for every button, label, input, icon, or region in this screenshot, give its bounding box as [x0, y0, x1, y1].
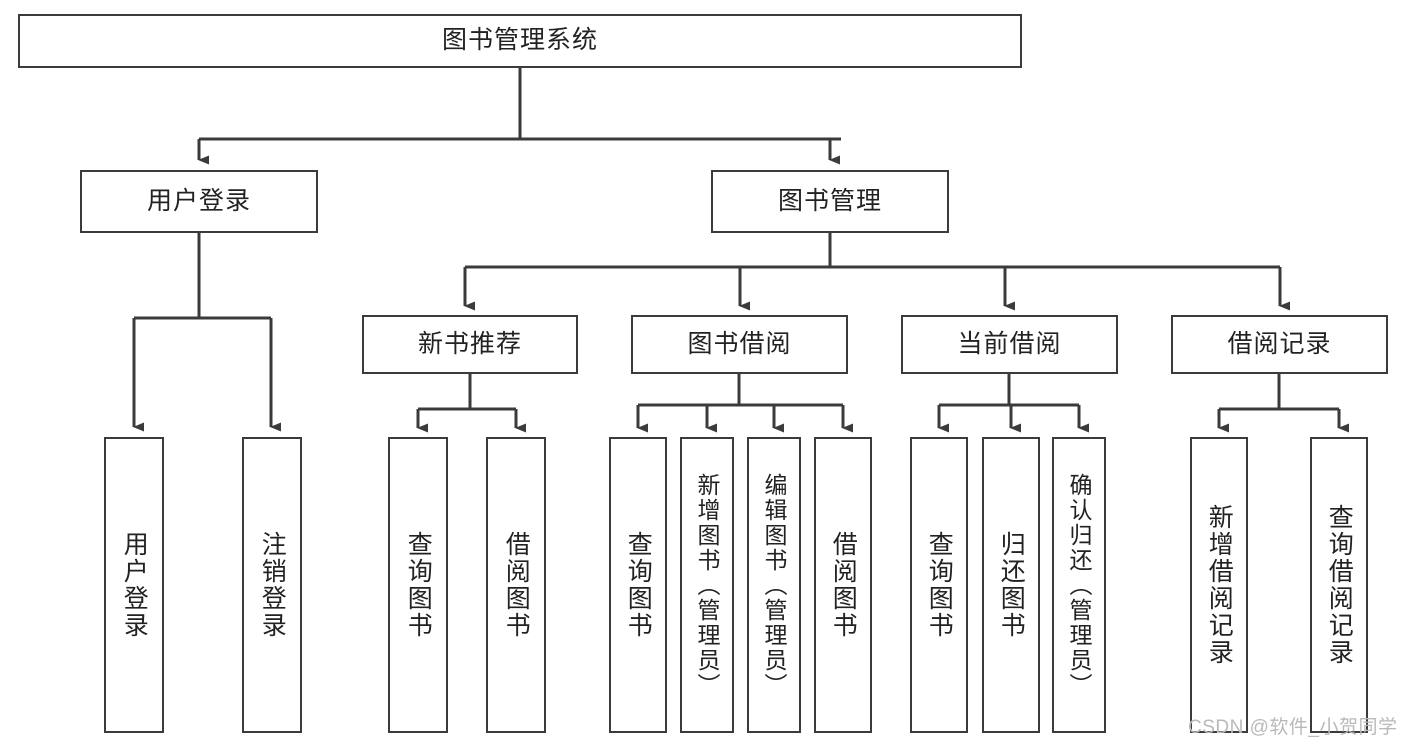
leaf-bw-add-book-admin[interactable]: 新增图书（管理员）: [680, 437, 734, 733]
leaf-bw-borrow-books[interactable]: 借阅图书: [814, 437, 872, 733]
leaf-nb-query-books-label: 查询图书: [404, 531, 433, 639]
leaf-rec-query-record-label: 查询借阅记录: [1325, 504, 1354, 666]
leaf-user-login-label: 用户登录: [120, 531, 149, 639]
leaf-bw-borrow-books-label: 借阅图书: [829, 531, 858, 639]
leaf-rec-query-record[interactable]: 查询借阅记录: [1310, 437, 1368, 733]
leaf-cb-return-books-label: 归还图书: [997, 531, 1026, 639]
leaf-bw-query-books[interactable]: 查询图书: [609, 437, 667, 733]
node-borrow-records[interactable]: 借阅记录: [1171, 315, 1388, 374]
node-book-borrow[interactable]: 图书借阅: [631, 315, 848, 374]
leaf-bw-add-book-admin-label: 新增图书（管理员）: [694, 472, 721, 698]
leaf-cb-return-books[interactable]: 归还图书: [982, 437, 1040, 733]
leaf-bw-query-books-label: 查询图书: [624, 531, 653, 639]
leaf-logout-label: 注销登录: [258, 531, 287, 639]
node-current-borrow[interactable]: 当前借阅: [901, 315, 1118, 374]
leaf-logout[interactable]: 注销登录: [242, 437, 302, 733]
node-borrow-records-label: 借阅记录: [1227, 329, 1332, 358]
leaf-bw-edit-book-admin[interactable]: 编辑图书（管理员）: [747, 437, 801, 733]
csdn-watermark: CSDN @软件_小贺同学: [1188, 717, 1398, 738]
node-root[interactable]: 图书管理系统: [18, 14, 1022, 68]
leaf-rec-add-record[interactable]: 新增借阅记录: [1190, 437, 1248, 733]
leaf-rec-add-record-label: 新增借阅记录: [1205, 504, 1234, 666]
node-new-book-recommend[interactable]: 新书推荐: [362, 315, 578, 374]
leaf-cb-query-books[interactable]: 查询图书: [910, 437, 968, 733]
node-user-login[interactable]: 用户登录: [80, 170, 318, 233]
leaf-cb-confirm-return-admin-label: 确认归还（管理员）: [1066, 472, 1093, 698]
leaf-bw-edit-book-admin-label: 编辑图书（管理员）: [761, 472, 788, 698]
node-book-borrow-label: 图书借阅: [687, 329, 792, 358]
node-new-book-recommend-label: 新书推荐: [417, 329, 522, 358]
node-book-management-label: 图书管理: [777, 186, 882, 215]
node-root-label: 图书管理系统: [441, 26, 598, 55]
leaf-cb-query-books-label: 查询图书: [925, 531, 954, 639]
node-user-login-label: 用户登录: [146, 186, 251, 215]
leaf-nb-borrow-books[interactable]: 借阅图书: [486, 437, 546, 733]
leaf-cb-confirm-return-admin[interactable]: 确认归还（管理员）: [1052, 437, 1106, 733]
leaf-user-login[interactable]: 用户登录: [104, 437, 164, 733]
node-current-borrow-label: 当前借阅: [957, 329, 1062, 358]
leaf-nb-query-books[interactable]: 查询图书: [388, 437, 448, 733]
node-book-management[interactable]: 图书管理: [711, 170, 949, 233]
leaf-nb-borrow-books-label: 借阅图书: [502, 531, 531, 639]
